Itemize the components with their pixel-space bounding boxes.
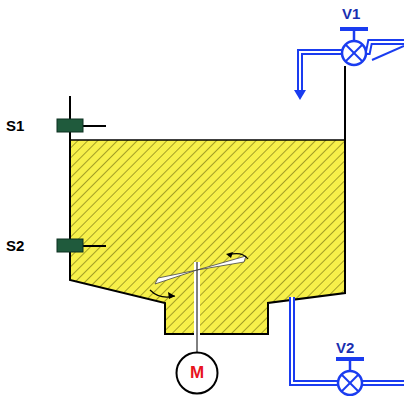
motor-label: M xyxy=(175,351,219,395)
sensor-label: S1 xyxy=(6,118,24,133)
tank-wall xyxy=(70,66,345,334)
liquid xyxy=(70,140,345,334)
mixer xyxy=(150,252,248,352)
sensor-s1 xyxy=(57,119,106,132)
valve-v2 xyxy=(336,357,364,395)
inlet-pipe xyxy=(294,42,404,100)
sensor-s2 xyxy=(57,239,106,252)
motor-circle: M xyxy=(175,351,219,395)
valve-label: V1 xyxy=(342,6,360,21)
valve-label: V2 xyxy=(336,340,354,355)
valve-v1 xyxy=(340,27,368,65)
sensor-label: S2 xyxy=(6,238,24,253)
